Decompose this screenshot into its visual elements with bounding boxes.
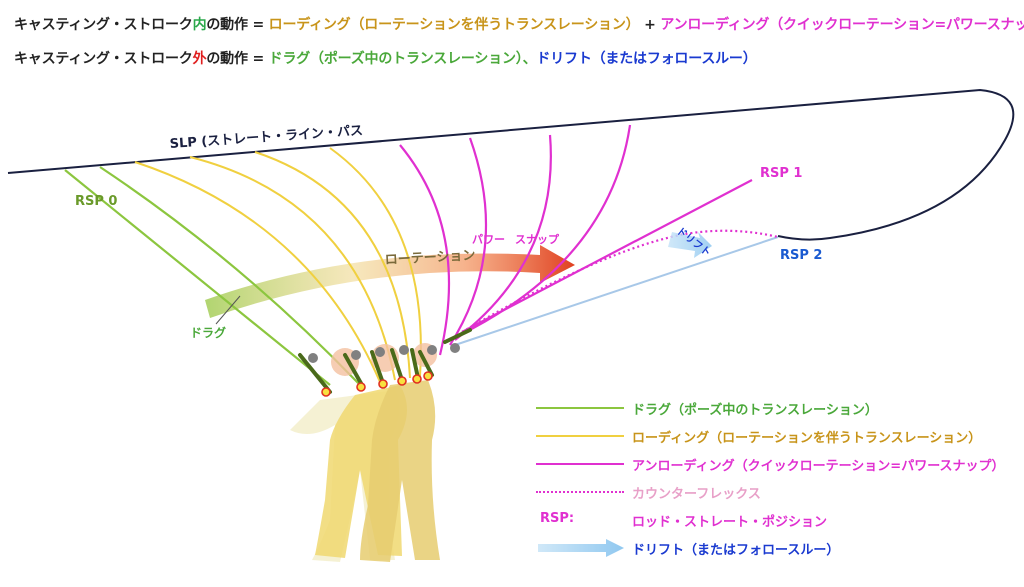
legend-item-counterflex: カウンターフレックス xyxy=(536,482,1016,502)
legend-label-drag: ドラグ（ポーズ中のトランスレーション） xyxy=(632,403,878,418)
hand-markers xyxy=(321,371,433,397)
legend-swatch-counterflex xyxy=(536,491,624,493)
legend-rsp-prefix: RSP: xyxy=(540,511,575,526)
drag-pointer xyxy=(215,295,241,325)
power-label: パワー xyxy=(472,233,505,246)
loading-rods xyxy=(134,147,422,383)
drift-line xyxy=(454,236,779,346)
header-line-2: キャスティング・ストローク外の動作 = ドラグ（ポーズ中のトランスレーション）、… xyxy=(14,48,757,68)
rotation-label: ローテーション xyxy=(384,248,475,268)
drift-arrow xyxy=(668,232,712,258)
h2-sep: 、 xyxy=(522,51,537,67)
slp-line xyxy=(7,88,1015,241)
h2-prefix: キャスティング・ストローク xyxy=(14,51,193,67)
rod-grips xyxy=(298,328,472,394)
h2-drift: ドリフト（またはフォロースルー） xyxy=(536,51,757,67)
rsp1-label: RSP 1 xyxy=(760,166,802,181)
counterflex-curve xyxy=(461,229,779,333)
h1-unloading: アンローディング（クイックローテーション=パワースナップ） xyxy=(660,17,1024,33)
drag-rods xyxy=(64,166,361,386)
header-line-1: キャスティング・ストローク内の動作 = ローディング（ローテーションを伴うトラン… xyxy=(14,14,1024,34)
legend-item-drift: ドリフト（またはフォロースルー） xyxy=(536,538,1016,558)
h1-in-word: 内 xyxy=(192,17,207,33)
legend-item-loading: ローディング（ローテーションを伴うトランスレーション） xyxy=(536,426,1016,446)
legend-label-unloading: アンローディング（クイックローテーション=パワースナップ） xyxy=(632,459,1005,474)
h2-out-word: 外 xyxy=(192,51,207,67)
snap-label: スナップ xyxy=(515,232,560,246)
rsp2-label: RSP 2 xyxy=(780,248,822,263)
reel-dots xyxy=(308,343,460,363)
h2-drag: ドラグ（ポーズ中のトランスレーション） xyxy=(268,51,523,67)
legend-item-unloading: アンローディング（クイックローテーション=パワースナップ） xyxy=(536,454,1016,474)
legend-item-drag: ドラグ（ポーズ中のトランスレーション） xyxy=(536,398,1016,418)
h1-prefix: キャスティング・ストローク xyxy=(14,17,193,33)
h1-loading: ローディング（ローテーションを伴うトランスレーション） xyxy=(268,17,640,33)
legend-label-counterflex: カウンターフレックス xyxy=(632,487,761,502)
legend-item-rsp: RSP: ロッド・ストレート・ポジション xyxy=(536,510,1016,530)
h1-plus: + xyxy=(639,17,661,33)
legend-swatch-loading xyxy=(536,435,624,437)
h2-middle: の動作 = xyxy=(206,51,269,67)
h1-middle: の動作 = xyxy=(206,17,269,33)
unloading-rods xyxy=(399,124,753,356)
legend-label-rsp: ロッド・ストレート・ポジション xyxy=(632,515,828,530)
legend-drift-arrow-icon xyxy=(538,539,624,557)
legend-label-loading: ローディング（ローテーションを伴うトランスレーション） xyxy=(632,431,982,446)
drag-label: ドラグ xyxy=(190,325,226,340)
legend-swatch-drag xyxy=(536,407,624,409)
slp-label: SLP (ストレート・ライン・パス xyxy=(169,124,363,152)
rsp0-label: RSP 0 xyxy=(75,194,117,209)
legend-label-drift: ドリフト（またはフォロースルー） xyxy=(632,543,840,558)
legend-swatch-unloading xyxy=(536,463,624,465)
